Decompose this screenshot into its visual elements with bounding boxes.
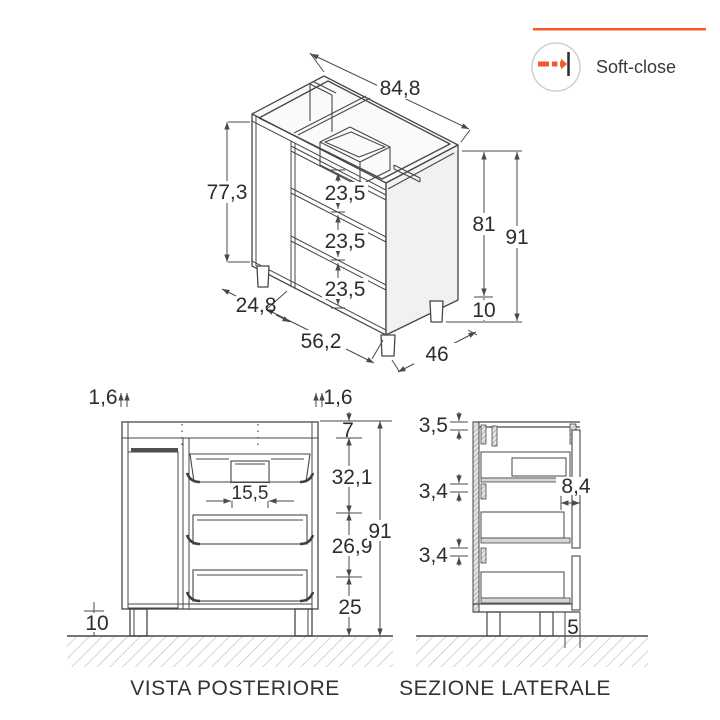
rear-legs — [129, 608, 313, 637]
iso-dim-total-height: 91 — [505, 226, 528, 249]
rear-view-title: VISTA POSTERIORE — [130, 677, 340, 700]
isometric-view — [251, 75, 459, 357]
side-view-title: SEZIONE LATERALE — [399, 677, 611, 700]
iso-dim-body-height: 81 — [472, 213, 495, 236]
side-dim-gap-lower: 3,4 — [419, 544, 449, 567]
iso-dim-leg-height: 10 — [472, 299, 495, 322]
iso-dim-drawers-width: 56,2 — [301, 330, 342, 353]
rear-dimension-labels: 1,6 1,6 7 15,5 32,1 26,9 25 91 10 — [85, 386, 393, 635]
soft-close-label: Soft-close — [596, 57, 676, 77]
soft-close-badge: Soft-close — [531, 28, 706, 92]
rear-carcass — [121, 421, 319, 610]
side-dim-gap-upper: 3,4 — [419, 480, 449, 503]
side-dimension-labels: 3,5 3,4 8,4 3,4 5 — [419, 414, 595, 639]
rear-dim-recess-width: 15,5 — [232, 483, 269, 504]
iso-dim-drawer-3: 23,5 — [325, 278, 366, 301]
rear-dim-bottom-zone: 25 — [338, 596, 361, 619]
iso-door-gap — [290, 141, 296, 289]
side-back-panel — [472, 421, 480, 613]
rear-dim-lower-section: 26,9 — [332, 535, 373, 558]
iso-dimension-labels: 84,8 77,3 23,5 23,5 23,5 81 10 91 24,8 5… — [203, 77, 530, 366]
side-drawer-2 — [480, 511, 571, 544]
iso-top-rim — [258, 80, 451, 180]
side-section-view — [416, 421, 648, 667]
iso-dim-depth: 46 — [425, 343, 448, 366]
rear-dim-top-rail: 7 — [342, 419, 354, 442]
side-drawer-fronts — [571, 429, 581, 611]
side-ground-hatch — [416, 637, 648, 667]
iso-dim-top-width: 84,8 — [380, 77, 421, 100]
side-drawer-3 — [480, 571, 571, 604]
iso-dim-door-width: 24,8 — [236, 294, 277, 317]
rear-dim-leg-height: 10 — [85, 612, 108, 635]
rear-drawer-2 — [185, 514, 315, 546]
rear-dim-panel-left: 1,6 — [88, 386, 117, 409]
rear-view — [67, 421, 393, 667]
rear-ground-hatch — [67, 637, 393, 667]
soft-close-icon — [531, 42, 581, 92]
side-dim-front-inset: 8,4 — [561, 475, 591, 498]
rear-dim-panel-right: 1,6 — [323, 386, 352, 409]
side-dim-leg-setback: 5 — [567, 616, 579, 639]
side-drawer-1 — [480, 451, 571, 483]
side-legs — [486, 611, 554, 637]
iso-feet — [256, 265, 444, 357]
rear-door-compartment — [127, 448, 179, 609]
accent-divider — [533, 28, 706, 31]
iso-dim-door-height: 77,3 — [207, 181, 248, 204]
side-dimensions — [450, 412, 581, 648]
rear-drawer-1 — [185, 453, 315, 484]
side-dim-top-gap: 3,5 — [419, 414, 448, 437]
rear-dim-total-height: 91 — [368, 520, 391, 543]
iso-dim-drawer-2: 23,5 — [325, 230, 366, 253]
rear-drawer-3 — [185, 569, 315, 603]
rear-dim-upper-section: 32,1 — [332, 466, 373, 489]
iso-side-face — [385, 144, 459, 336]
iso-dim-drawer-1: 23,5 — [325, 182, 366, 205]
